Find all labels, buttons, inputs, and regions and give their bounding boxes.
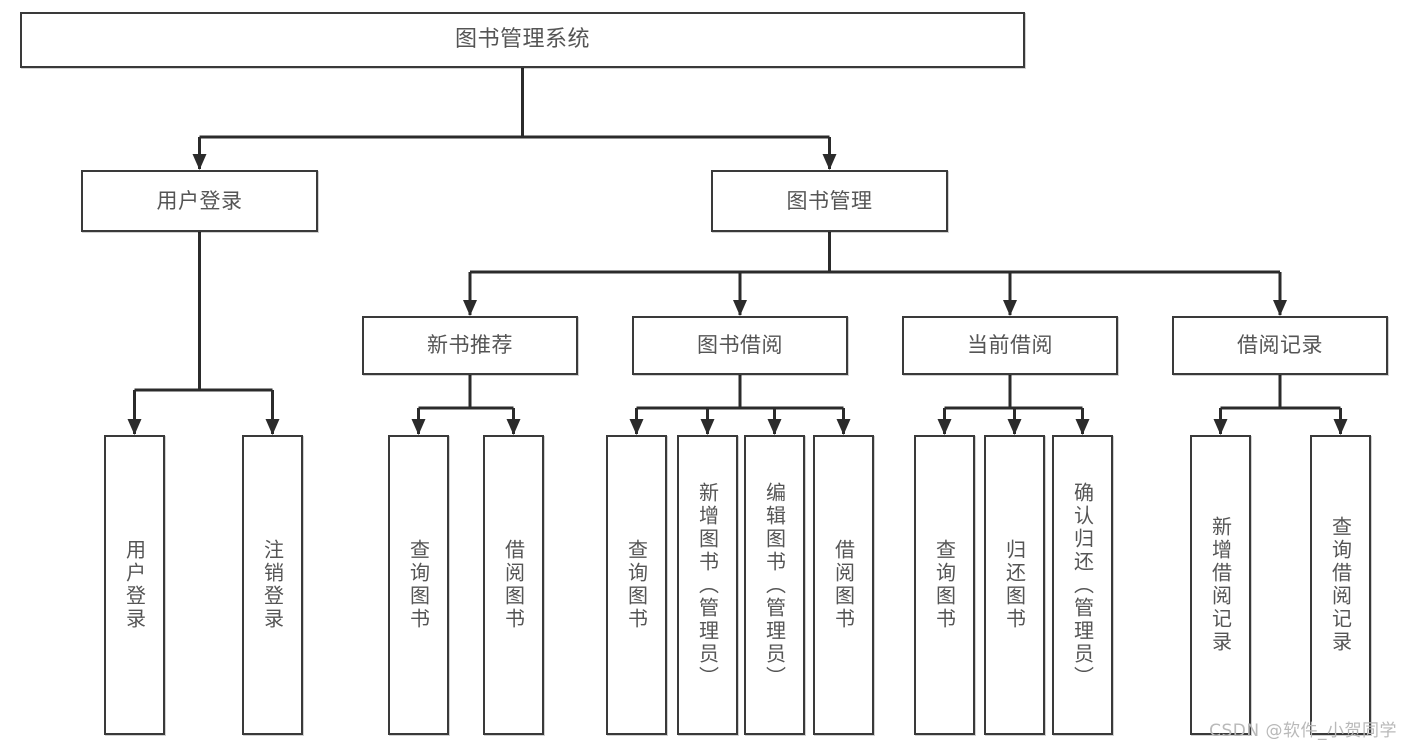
node-root[interactable]: 图书管理系统: [20, 12, 1025, 68]
node-leaf-query-book-1-label: 查询图书: [406, 539, 431, 631]
csdn-watermark: CSDN @软件_小贺同学: [1209, 721, 1397, 741]
node-new-book-recommend[interactable]: 新书推荐: [362, 316, 578, 375]
node-leaf-borrow-book-2[interactable]: 借阅图书: [813, 435, 874, 735]
node-leaf-query-record-label: 查询借阅记录: [1328, 516, 1353, 654]
node-leaf-query-book-1[interactable]: 查询图书: [388, 435, 449, 735]
node-user-login-label: 用户登录: [156, 188, 243, 213]
node-leaf-query-record[interactable]: 查询借阅记录: [1310, 435, 1371, 735]
node-leaf-user-logout-label: 注销登录: [260, 539, 285, 631]
node-book-borrow[interactable]: 图书借阅: [632, 316, 848, 375]
node-leaf-borrow-book-1[interactable]: 借阅图书: [483, 435, 544, 735]
node-leaf-confirm-return[interactable]: 确认归还（管理员）: [1052, 435, 1113, 735]
node-leaf-edit-book[interactable]: 编辑图书（管理员）: [744, 435, 805, 735]
node-leaf-add-book-label: 新增图书（管理员）: [695, 481, 720, 689]
node-leaf-edit-book-label: 编辑图书（管理员）: [762, 481, 787, 689]
node-leaf-user-logout[interactable]: 注销登录: [242, 435, 303, 735]
node-leaf-return-book-label: 归还图书: [1002, 539, 1027, 631]
node-borrow-record-label: 借阅记录: [1237, 333, 1323, 358]
node-current-borrow-label: 当前借阅: [967, 333, 1053, 358]
node-user-login[interactable]: 用户登录: [81, 170, 318, 232]
node-leaf-query-book-2[interactable]: 查询图书: [606, 435, 667, 735]
node-new-book-recommend-label: 新书推荐: [427, 333, 513, 358]
node-leaf-confirm-return-label: 确认归还（管理员）: [1070, 481, 1095, 689]
node-leaf-user-login[interactable]: 用户登录: [104, 435, 165, 735]
node-current-borrow[interactable]: 当前借阅: [902, 316, 1118, 375]
node-leaf-add-book[interactable]: 新增图书（管理员）: [677, 435, 738, 735]
node-leaf-borrow-book-1-label: 借阅图书: [501, 539, 526, 631]
node-leaf-query-book-3-label: 查询图书: [932, 539, 957, 631]
node-book-borrow-label: 图书借阅: [697, 333, 783, 358]
node-root-label: 图书管理系统: [454, 27, 590, 53]
node-leaf-borrow-book-2-label: 借阅图书: [831, 539, 856, 631]
node-book-manage-label: 图书管理: [786, 188, 873, 213]
node-book-manage[interactable]: 图书管理: [711, 170, 948, 232]
node-leaf-add-record[interactable]: 新增借阅记录: [1190, 435, 1251, 735]
node-leaf-add-record-label: 新增借阅记录: [1208, 516, 1233, 654]
node-leaf-user-login-label: 用户登录: [122, 539, 147, 631]
node-leaf-return-book[interactable]: 归还图书: [984, 435, 1045, 735]
node-borrow-record[interactable]: 借阅记录: [1172, 316, 1388, 375]
node-leaf-query-book-2-label: 查询图书: [624, 539, 649, 631]
node-leaf-query-book-3[interactable]: 查询图书: [914, 435, 975, 735]
